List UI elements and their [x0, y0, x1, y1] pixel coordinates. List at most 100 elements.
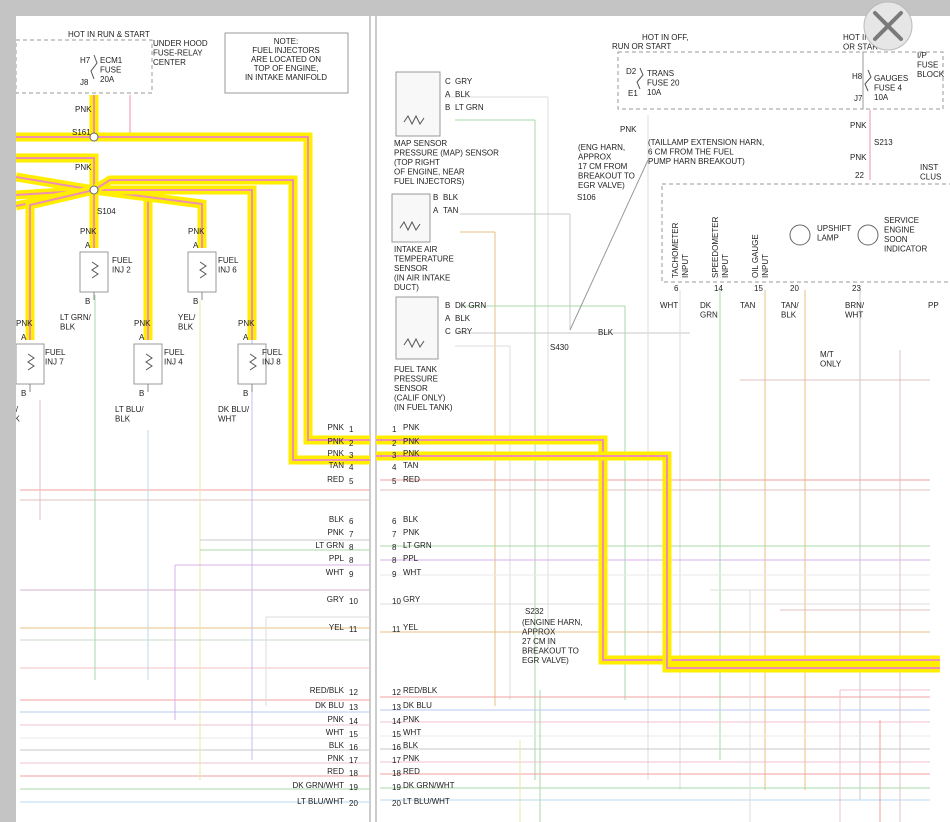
sensor-pin: B [433, 193, 438, 202]
wire-label: PNK [75, 105, 92, 114]
sensor-box [395, 296, 439, 360]
cluster-input-label: SPEEDOMETER [711, 216, 720, 278]
wire-label: TAN/ [781, 301, 799, 310]
fuse-label: FUSE [100, 66, 121, 75]
sensor-resistor [403, 114, 425, 126]
connector-pin-number: 3 [349, 451, 354, 460]
pnk-wire-s161 [16, 157, 95, 190]
connector-pin-number: 8 [349, 543, 354, 552]
note-text: ARE LOCATED ON [251, 55, 321, 64]
fuse-pin: D2 [626, 67, 637, 76]
connector-pin-number: 6 [349, 517, 354, 526]
s232-note: EGR VALVE) [522, 656, 569, 665]
connector-wire-color: PNK [403, 449, 420, 458]
fuse-label: FUSE 4 [874, 84, 903, 93]
wire-label: PNK [850, 121, 867, 130]
connector-pin-number: 16 [349, 743, 358, 752]
gauge-fuse-box [862, 51, 944, 110]
fuse-pin: J8 [80, 78, 89, 87]
s232-note: APPROX [522, 628, 556, 637]
connector-wire-color: PNK [328, 754, 345, 763]
connector-pin-number: 8 [392, 543, 397, 552]
connector-wire-color: PNK [403, 715, 420, 724]
connector-wire-color: PNK [403, 437, 420, 446]
wire-label: PNK [850, 153, 867, 162]
note-box [224, 32, 349, 94]
sensor-resistor [403, 337, 425, 349]
wire-label: WHT [660, 301, 678, 310]
fuse-block-label: I/P [917, 51, 927, 60]
connector-wire-color: DK GRN/WHT [403, 781, 455, 790]
connector-pin-number: 7 [392, 530, 397, 539]
wire-label: TAN [740, 301, 756, 310]
connector-pin-number: 13 [349, 703, 358, 712]
fuse-label: FUSE 20 [647, 79, 680, 88]
connector-wire-color: LT BLU/WHT [403, 797, 450, 806]
wire-label: PNK [16, 319, 33, 328]
taillamp-note: PUMP HARN BREAKOUT) [648, 157, 745, 166]
close-button[interactable] [858, 0, 920, 52]
connector-pin-number: 8 [349, 556, 354, 565]
injector-coil [91, 261, 99, 279]
connector-pin-number: 5 [349, 477, 354, 486]
sensor-pin: A [433, 206, 439, 215]
close-icon[interactable] [858, 0, 920, 52]
wire-label: LT BLU/ [115, 405, 144, 414]
injector-label: INJ 4 [164, 358, 183, 367]
connector-pin-number: 17 [392, 756, 401, 765]
connector-pin-number: 4 [349, 463, 354, 472]
connector-wire-color: YEL [403, 623, 419, 632]
fuse-symbol [90, 54, 98, 80]
s106-note: BREAKOUT TO [578, 172, 635, 181]
pin-number: 6 [674, 284, 679, 293]
injector-coil [249, 353, 257, 371]
pin-label: B [243, 389, 248, 398]
s232-note: (ENGINE HARN, [522, 618, 582, 627]
connector-pin-number: 2 [349, 439, 354, 448]
wire-label: PNK [75, 163, 92, 172]
injector-label: FUEL [218, 256, 239, 265]
injector-coil [145, 353, 153, 371]
fuse-center-label: FUSE-RELAY [153, 49, 203, 58]
sensor-wire-color: LT GRN [455, 103, 484, 112]
pin-number: 23 [852, 284, 861, 293]
pin-label: B [193, 297, 198, 306]
fuse-label: ECM1 [100, 56, 123, 65]
upshift-label: UPSHIFT [817, 224, 851, 233]
connector-wire-color: PNK [403, 754, 420, 763]
connector-wire-color: RED [403, 475, 420, 484]
connector-wire-color: RED [327, 767, 344, 776]
injector-label: INJ 7 [45, 358, 64, 367]
injector-label: INJ 2 [112, 266, 131, 275]
connector-pin-number: 19 [349, 783, 358, 792]
leader-line [569, 159, 649, 331]
pin-number: 22 [855, 171, 864, 180]
injector-label: FUEL [262, 348, 283, 357]
splice-label: S161 [72, 128, 91, 137]
connector-pin-number: 8 [392, 556, 397, 565]
taillamp-note: 6 CM FROM THE FUEL [648, 148, 734, 157]
upshift-label: LAMP [817, 234, 839, 243]
fuel-injector [133, 343, 163, 385]
sensor-label: FUEL TANK [394, 365, 438, 374]
connector-wire-color: PNK [328, 528, 345, 537]
sensor-box [391, 193, 431, 243]
fuse-symbol [636, 67, 644, 90]
service-label: SERVICE [884, 216, 919, 225]
service-label: SOON [884, 235, 908, 244]
connector-pin-number: 12 [349, 688, 358, 697]
wire-label: PNK [188, 227, 205, 236]
injector-label: FUEL [164, 348, 185, 357]
wire-label: LT GRN/ [60, 313, 92, 322]
sensor-resistor [399, 220, 421, 232]
fuse-label: GAUGES [874, 74, 908, 83]
sensor-label: (CALIF ONLY) [394, 394, 446, 403]
splice-dot [89, 132, 99, 142]
sensor-box [395, 71, 441, 137]
cluster-input-label: INPUT [681, 254, 690, 278]
fuse-pin: H7 [80, 56, 91, 65]
connector-pin-number: 18 [392, 769, 401, 778]
service-label: ENGINE [884, 226, 915, 235]
connector-pin-number: 20 [392, 799, 401, 808]
hot-label: HOT IN OFF, [642, 33, 689, 42]
